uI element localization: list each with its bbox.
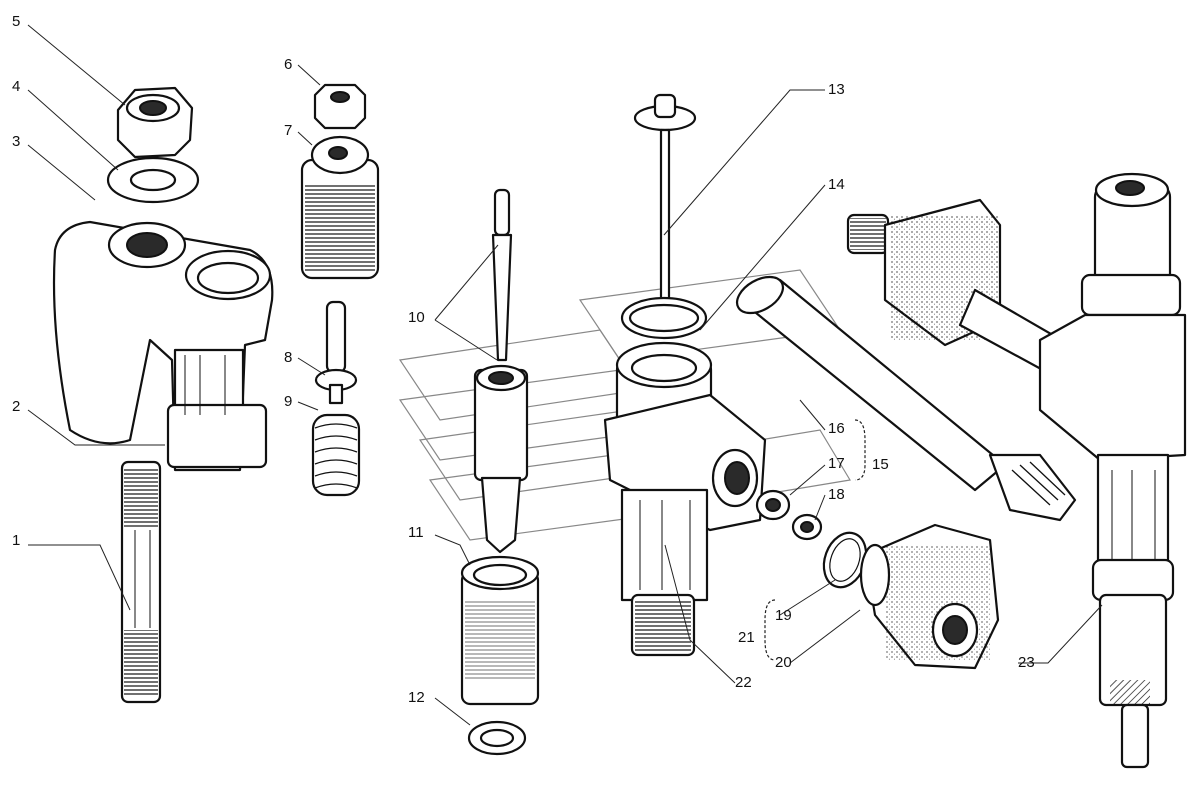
part-6-small-nut — [313, 83, 367, 130]
callout-3: 3 — [12, 133, 21, 150]
callout-2: 2 — [12, 398, 21, 415]
callout-11: 11 — [408, 524, 424, 541]
callout-8: 8 — [284, 349, 293, 366]
callout-22: 22 — [735, 674, 752, 691]
callout-5: 5 — [12, 13, 21, 30]
callout-23: 23 — [1018, 654, 1035, 671]
part-20-banjo — [859, 523, 1000, 670]
part-12-cap-nut — [460, 555, 540, 756]
leader-lines — [27, 24, 1103, 726]
callout-14: 14 — [828, 176, 845, 193]
part-2-clamp — [52, 220, 274, 472]
callout-12: 12 — [408, 689, 425, 706]
part-10-needle — [473, 188, 529, 554]
callout-1: 1 — [12, 532, 21, 549]
callout-18: 18 — [828, 486, 845, 503]
callout-19: 19 — [775, 607, 792, 624]
callout-4: 4 — [12, 78, 21, 95]
callout-13: 13 — [828, 81, 845, 98]
part-17-ring — [755, 489, 791, 521]
callout-10: 10 — [408, 309, 425, 326]
part-22-body — [603, 341, 767, 657]
callout-16: 16 — [828, 420, 845, 437]
part-18-washer — [791, 513, 823, 541]
callout-17: 17 — [828, 455, 845, 472]
part-4-washer — [106, 156, 200, 204]
part-7-sleeve — [300, 135, 380, 280]
callout-9: 9 — [284, 393, 293, 410]
pipe-fitting-top — [846, 198, 1072, 377]
part-5-nut — [116, 86, 194, 159]
callout-15: 15 — [872, 456, 889, 473]
callout-7: 7 — [284, 122, 293, 139]
part-9-spring — [311, 413, 361, 497]
callout-20: 20 — [775, 654, 792, 671]
part-16-pipe — [735, 275, 1077, 522]
callout-21: 21 — [738, 629, 755, 646]
part-13-rod — [620, 93, 708, 340]
part-8-pin — [314, 300, 358, 405]
callout-6: 6 — [284, 56, 293, 73]
part-1-stud — [120, 460, 162, 704]
part-23-assembled-injector — [1038, 172, 1187, 769]
